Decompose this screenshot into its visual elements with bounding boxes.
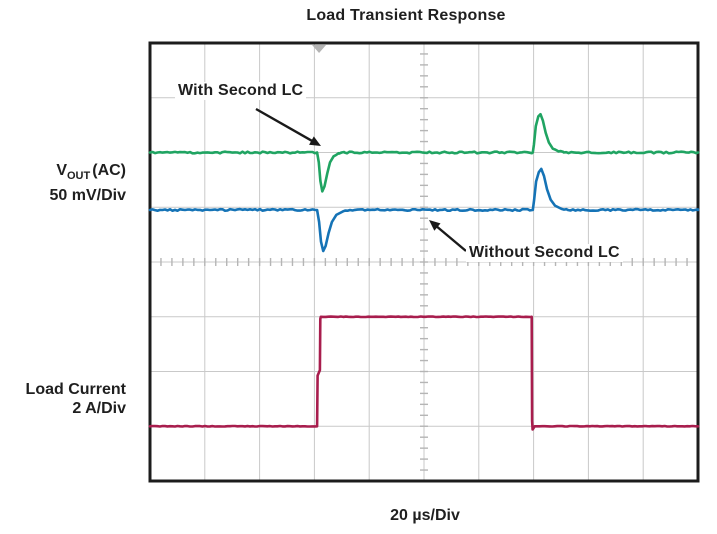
vout-subscript: OUT <box>67 170 91 183</box>
trace-vout-ac-with-second-lc <box>148 112 700 193</box>
vout-axis-label-line1: VOUT(AC) <box>18 161 126 186</box>
vout-symbol: V <box>56 162 67 179</box>
trace-load-current <box>148 315 700 431</box>
chart-title: Load Transient Response <box>306 7 506 24</box>
annotation-arrow-with-second-lc-head <box>309 136 321 146</box>
vout-ac-suffix: (AC) <box>92 162 126 179</box>
annotation-without-second-lc: Without Second LC <box>466 244 623 262</box>
trigger-marker-icon <box>312 45 327 53</box>
annotation-arrow-without-second-lc-head <box>429 220 441 231</box>
annotation-arrow-with-second-lc <box>255 107 315 144</box>
load-current-name-label: Load Current <box>25 381 126 398</box>
load-current-axis-label: Load Current 2 A/Div <box>8 380 126 418</box>
vout-axis-label: VOUT(AC) 50 mV/Div <box>18 161 126 205</box>
time-axis-label: 20 µs/Div <box>390 507 460 524</box>
load-current-scale-label: 2 A/Div <box>72 400 126 417</box>
annotation-with-second-lc: With Second LC <box>175 82 307 100</box>
trace-vout-ac-without-second-lc <box>148 167 700 253</box>
vout-scale-label: 50 mV/Div <box>49 187 126 205</box>
plot-border <box>148 41 700 483</box>
annotation-arrow-without-second-lc <box>434 224 467 252</box>
